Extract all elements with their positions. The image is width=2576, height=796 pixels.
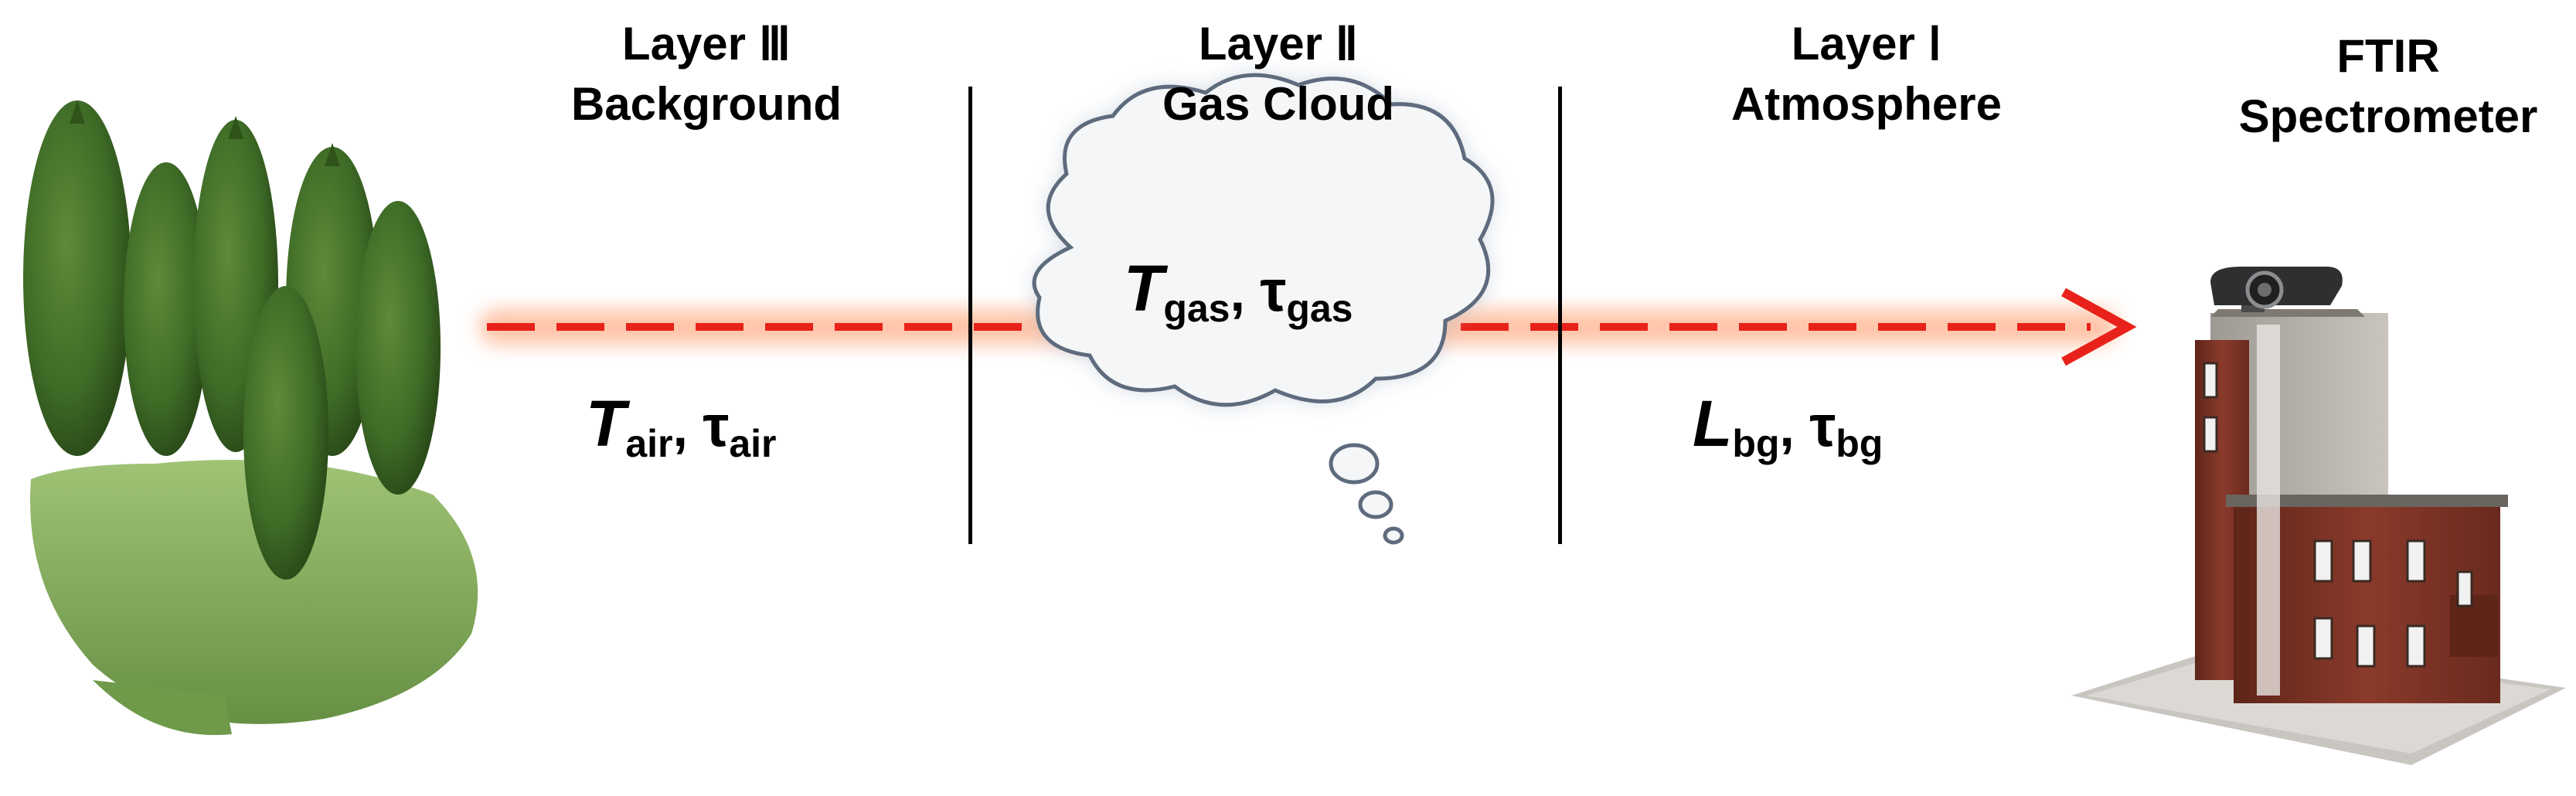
arrow-head-icon: [2061, 287, 2137, 366]
param-air: Tair, τair: [586, 386, 776, 466]
param-gas-sep: ,: [1230, 262, 1245, 322]
divider-background-gas: [968, 87, 972, 544]
layer-label-atmosphere: Layer Ⅰ Atmosphere: [1650, 14, 2083, 134]
instrument-label-line1: FTIR: [2336, 30, 2440, 82]
instrument-label: FTIR Spectrometer: [2172, 26, 2576, 147]
ftir-building-icon: [2071, 267, 2566, 765]
param-bg: Lbg, τbg: [1693, 386, 1883, 466]
layer-label-gas-cloud: Layer Ⅱ Gas Cloud: [1062, 14, 1495, 134]
param-gas-tau-sub: gas: [1286, 287, 1353, 330]
layer-label-background-line2: Background: [570, 78, 842, 130]
param-bg-sub: bg: [1732, 422, 1780, 465]
divider-gas-atmosphere: [1558, 87, 1562, 544]
layer-label-background-line1: Layer Ⅲ: [621, 18, 791, 70]
param-gas-tau: τ: [1260, 258, 1287, 324]
layer-label-atmosphere-line1: Layer Ⅰ: [1791, 18, 1942, 70]
param-air-tau: τ: [703, 393, 730, 459]
param-bg-sep: ,: [1779, 397, 1795, 458]
layer-label-gas-cloud-line1: Layer Ⅱ: [1198, 18, 1359, 70]
tree-group-icon: [23, 100, 478, 736]
param-gas-sub: gas: [1163, 287, 1230, 330]
param-gas-symbol: T: [1124, 252, 1164, 325]
param-air-tau-sub: air: [729, 422, 777, 465]
param-air-sep: ,: [672, 397, 688, 458]
param-air-symbol: T: [586, 387, 626, 460]
layer-label-gas-cloud-line2: Gas Cloud: [1162, 78, 1395, 130]
param-air-sub: air: [625, 422, 673, 465]
param-bg-tau-sub: bg: [1836, 422, 1884, 465]
layer-label-background: Layer Ⅲ Background: [490, 14, 923, 134]
instrument-label-line2: Spectrometer: [2238, 90, 2538, 142]
param-bg-tau: τ: [1809, 393, 1836, 459]
param-gas: Tgas, τgas: [1124, 251, 1353, 331]
layer-label-atmosphere-line2: Atmosphere: [1730, 78, 2003, 130]
cloud-icon: [1032, 73, 1495, 545]
param-bg-symbol: L: [1693, 387, 1733, 460]
